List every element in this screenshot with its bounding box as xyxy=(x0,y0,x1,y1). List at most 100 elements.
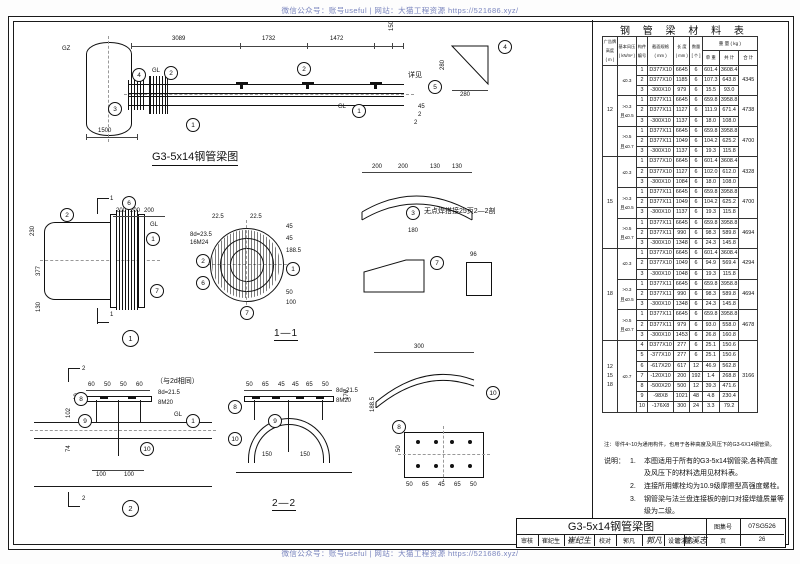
cell-member-no: 3 xyxy=(636,115,648,127)
cell-qty: 6 xyxy=(689,258,703,270)
d2-cut-2a xyxy=(68,368,69,382)
cell-section: -120X10 xyxy=(646,370,675,382)
detail1-dim-200c: 200 xyxy=(144,208,155,214)
cell-wind-pressure: ≤0.3 xyxy=(616,248,638,280)
cell-sub-weight: 562.8 xyxy=(718,360,740,372)
d2-bubble-8: 8 xyxy=(74,392,88,406)
cell-section: -500X20 xyxy=(646,380,675,393)
titleblock-role-label-2: 设计 xyxy=(667,538,680,545)
cell-member-no: 2 xyxy=(636,74,648,87)
detail1-cut-1b-h xyxy=(97,322,109,323)
s11-dim-22-5b: 22.5 xyxy=(250,214,262,220)
cell-member-no: 3 xyxy=(636,176,648,189)
table-header-row-2: 单 重 共 计 合 计 xyxy=(603,50,758,66)
cell-section: D377X11 xyxy=(646,197,675,209)
note-index: 3. xyxy=(630,496,636,503)
cell-member-no: 9 xyxy=(636,391,648,403)
cell-length: 6645 xyxy=(673,64,691,76)
material-table-title: 钢 管 梁 材 料 表 xyxy=(620,26,749,37)
s11-bolt-dia: 8d=23.5 xyxy=(190,232,212,238)
cell-length: 500 xyxy=(673,380,691,393)
s22-bubble-8: 8 xyxy=(228,400,242,414)
column-centerline xyxy=(108,36,109,142)
titleblock-atlas-label: 图集号 xyxy=(713,524,732,531)
arc-dim-188-5: 188.5 xyxy=(370,396,376,412)
detail2-tag: 2 xyxy=(122,500,139,517)
cell-sub-weight: 145.8 xyxy=(718,299,740,311)
cell-qty: 6 xyxy=(689,74,703,87)
cell-qty: 24 xyxy=(689,401,703,413)
s22-top-plate xyxy=(244,396,334,402)
title-block xyxy=(516,518,786,548)
th-section: 截面规格 ( mm ) xyxy=(646,36,675,66)
beam-centerline xyxy=(124,94,414,95)
th-weight-total: 合 计 xyxy=(738,50,758,66)
cell-member-no: 2 xyxy=(636,166,648,178)
tb-sep-c xyxy=(594,534,595,546)
cell-length: 6645 xyxy=(673,125,691,138)
cell-qty: 6 xyxy=(689,166,703,178)
detail1-label-gl: GL xyxy=(150,222,159,228)
th-height-label: 广告牌高度 xyxy=(603,39,617,54)
d2-web-left xyxy=(96,400,97,422)
s22-dim-150b: 150 xyxy=(300,452,311,458)
cell-section: D377X10 xyxy=(646,258,675,270)
label-gl-1: GL xyxy=(152,68,161,74)
cell-length: 300 xyxy=(673,401,691,413)
cell-length: 1185 xyxy=(673,74,691,87)
detail1-dim-200b: 200 xyxy=(130,208,141,214)
cell-qty: 6 xyxy=(689,289,703,301)
th-wind-label: 基本风压 xyxy=(618,43,636,49)
cell-length: 6645 xyxy=(673,309,691,321)
detail1-dim-377: 377 xyxy=(36,265,42,276)
label-slope-2b: 2 xyxy=(414,120,418,126)
cell-length: 617 xyxy=(673,360,691,372)
d2-dim-50b: 50 xyxy=(120,382,127,388)
d2-cut-2a-h xyxy=(68,368,80,369)
d2-base-line xyxy=(34,486,212,487)
cell-sub-weight: 671.4 xyxy=(718,105,740,117)
cell-qty: 6 xyxy=(689,95,703,107)
th-wind-unit: ( kN/m² ) xyxy=(618,52,636,58)
cell-height: 12 xyxy=(602,64,618,158)
detail1-centerline xyxy=(40,260,160,261)
th-length-label: 长 度 xyxy=(676,43,687,49)
titleblock-role-sign-2: 管溪志 xyxy=(683,535,707,545)
cell-member-no: 1 xyxy=(636,217,648,229)
label-gl-2: GL xyxy=(338,104,347,110)
d2-dim-50a: 50 xyxy=(104,382,111,388)
arc-bottom-dim-line xyxy=(374,352,474,353)
s11-dim-45a: 45 xyxy=(286,224,293,230)
cell-unit-weight: 659.8 xyxy=(701,217,720,229)
th-height-unit: ( m ) xyxy=(605,57,615,63)
dim-tick-f xyxy=(403,43,404,49)
flange-hatch xyxy=(128,80,146,110)
th-length-unit: ( mm ) xyxy=(675,52,688,58)
cell-length: 1127 xyxy=(673,105,691,117)
cell-sub-weight: 3958.8 xyxy=(718,95,740,107)
th-weight-group: 重 量 ( kg ) xyxy=(701,35,759,52)
cell-section: D377X11 xyxy=(646,278,675,291)
cell-member-no: 2 xyxy=(636,105,648,117)
dim-tick-c xyxy=(307,43,308,49)
cell-length: 979 xyxy=(673,319,691,331)
cell-height: 18 xyxy=(602,248,618,342)
cell-section: -300X10 xyxy=(646,146,675,158)
cell-height: 15 xyxy=(602,156,618,250)
s22-bubble-10: 10 xyxy=(228,432,242,446)
s22-dim-150a: 150 xyxy=(262,452,273,458)
arc-bubble-3: 3 xyxy=(406,206,420,220)
cell-unit-weight: 26.8 xyxy=(701,329,720,342)
cell-member-no: 2 xyxy=(636,227,648,240)
cell-total-weight: 4700 xyxy=(738,187,758,219)
stiffener-2 xyxy=(302,82,314,84)
cell-wind-pressure: ≤0.3 xyxy=(616,156,638,189)
cell-member-no: 3 xyxy=(636,238,648,250)
